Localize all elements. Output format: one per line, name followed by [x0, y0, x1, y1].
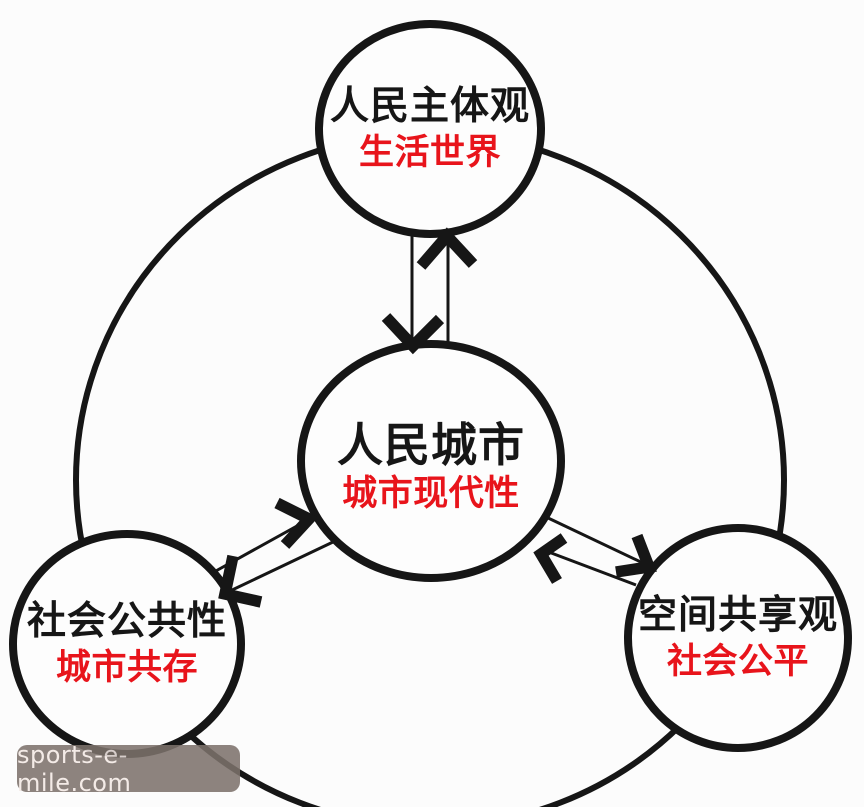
arrow-center-to-top	[416, 227, 478, 345]
node-left-circle	[9, 530, 245, 758]
node-right-circle	[624, 524, 852, 752]
node-center-circle	[297, 340, 565, 582]
arrow-right-to-center	[533, 533, 637, 587]
arrow-top-to-center	[381, 234, 445, 355]
watermark: sports-e-mile.com	[17, 741, 240, 797]
arrow-center-to-right	[545, 515, 657, 578]
arrow-center-to-left	[218, 540, 334, 608]
node-top-circle	[315, 20, 545, 238]
